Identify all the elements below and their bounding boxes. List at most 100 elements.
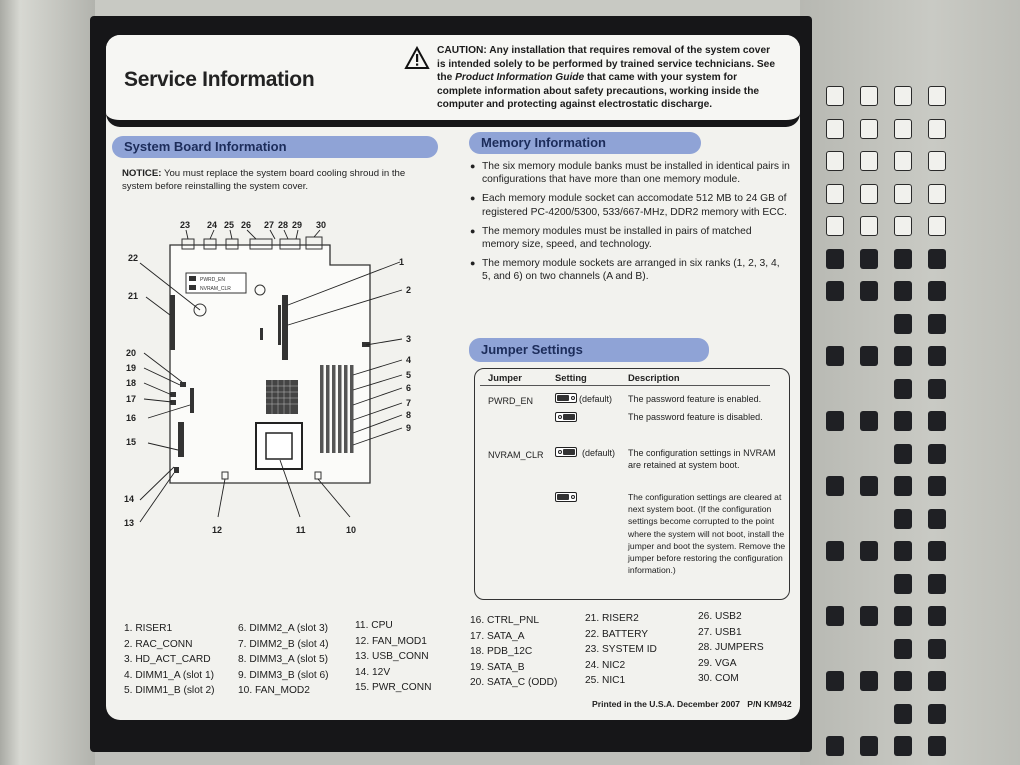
rac-slot — [278, 305, 281, 345]
setting-default: (default) — [579, 394, 613, 404]
callout-7: 7 — [406, 398, 411, 408]
vent-hole — [894, 248, 912, 269]
jumper-description: The configuration settings are cleared a… — [628, 492, 786, 576]
legend-item: 1. RISER1 — [124, 623, 173, 634]
vent-hole — [894, 736, 912, 756]
vent-hole — [894, 378, 912, 399]
sata-connector — [180, 382, 186, 387]
memory-bullet: Each memory module socket can accomodate… — [470, 192, 790, 218]
vent-hole — [928, 411, 946, 431]
callout-22: 22 — [128, 253, 138, 263]
legend-item: 23. SYSTEM ID — [585, 644, 657, 655]
callout-16: 16 — [126, 413, 136, 423]
memory-heading: Memory Information — [469, 132, 701, 154]
legend-item: 26. USB2 — [698, 611, 742, 622]
col-description-header: Description — [628, 372, 680, 383]
vent-hole — [826, 151, 844, 171]
usb-connector — [174, 467, 179, 473]
caution-line-3b: that came with your system for — [587, 72, 738, 84]
part-number: P/N KM942 — [747, 699, 792, 709]
legend-col-2: 6. DIMM2_A (slot 3) 7. DIMM2_B (slot 4) … — [238, 621, 329, 699]
vent-hole — [928, 183, 946, 204]
vent-hole — [894, 443, 912, 464]
legend-item: 17. SATA_A — [470, 630, 525, 642]
vent-hole — [894, 671, 912, 691]
caution-guide-name: Product Information Guide — [455, 72, 585, 84]
vent-hole — [826, 118, 844, 139]
legend-item: 15. PWR_CONN — [355, 682, 432, 693]
vent-hole — [928, 313, 946, 334]
table-header-rule — [480, 385, 770, 386]
vent-hole — [860, 346, 878, 366]
vent-hole — [894, 151, 912, 171]
riser2-slot — [170, 295, 175, 350]
system-board-svg: PWRD_EN NVRAM_CLR — [124, 220, 411, 535]
callout-15: 15 — [126, 437, 136, 447]
vent-hole — [928, 118, 946, 139]
vent-hole — [860, 183, 878, 204]
vent-hole — [860, 118, 878, 139]
callout-11: 11 — [296, 525, 306, 535]
vent-hole — [826, 281, 844, 301]
legend-item: 28. JUMPERS — [698, 642, 764, 653]
vent-hole — [894, 118, 912, 139]
callout-21: 21 — [128, 291, 138, 301]
vent-hole — [928, 378, 946, 399]
notice-label: NOTICE: — [122, 168, 162, 179]
jumper-label-nvram: NVRAM_CLR — [200, 286, 231, 292]
legend-item: 6. DIMM2_A (slot 3) — [238, 623, 329, 634]
callout-8: 8 — [406, 410, 411, 420]
memory-bullet-list: The six memory module banks must be inst… — [470, 160, 790, 290]
cpu — [265, 432, 293, 460]
dimm-slot — [326, 365, 330, 453]
print-footer: Printed in the U.S.A. December 2007 P/N … — [592, 699, 792, 709]
vent-hole — [894, 638, 912, 659]
vent-hole — [894, 508, 912, 529]
callout-1: 1 — [399, 257, 404, 267]
callout-3: 3 — [406, 334, 411, 344]
riser1-slot — [282, 295, 288, 360]
jumper-pin — [189, 285, 196, 290]
vent-hole — [894, 573, 912, 594]
board-mount — [254, 284, 266, 296]
callout-4: 4 — [406, 355, 411, 365]
legend-item: 3. HD_ACT_CARD — [124, 654, 211, 665]
memory-bullet: The six memory module banks must be inst… — [470, 160, 790, 186]
vent-hole — [894, 346, 912, 366]
vent-hole — [894, 703, 912, 724]
vent-hole — [894, 313, 912, 334]
printed-date: Printed in the U.S.A. December 2007 — [592, 699, 741, 709]
legend-item: 19. SATA_B — [470, 661, 525, 673]
vent-hole — [928, 86, 946, 106]
legend-item: 25. NIC1 — [585, 675, 626, 686]
vent-hole — [928, 346, 946, 366]
jumper-name-nvram: NVRAM_CLR — [488, 450, 544, 460]
jumper-installed-icon — [555, 447, 577, 457]
dimm-slot — [332, 365, 336, 453]
vent-hole — [860, 736, 878, 756]
board-notice: NOTICE: You must replace the system boar… — [122, 168, 452, 193]
chassis-top — [0, 0, 1020, 20]
vent-hole — [860, 86, 878, 106]
callout-6: 6 — [406, 383, 411, 393]
legend-item: 7. DIMM2_B (slot 4) — [238, 638, 329, 650]
sata-connector — [170, 400, 176, 405]
notice-line-1: You must replace the system board coolin… — [163, 168, 406, 179]
vent-hole — [826, 606, 844, 626]
callout-27: 27 — [264, 220, 274, 230]
vent-hole — [928, 736, 946, 756]
vent-hole — [928, 248, 946, 269]
legend-item: 21. RISER2 — [585, 613, 639, 624]
system-board-diagram: PWRD_EN NVRAM_CLR — [110, 215, 440, 545]
col-jumper-header: Jumper — [488, 372, 522, 383]
jumper-heading: Jumper Settings — [469, 338, 709, 362]
jumper-removed-icon — [555, 412, 577, 422]
legend-col-5: 21. RISER2 22. BATTERY 23. SYSTEM ID 24.… — [585, 611, 657, 689]
hd-act-card — [362, 342, 370, 347]
callout-10: 10 — [346, 525, 356, 535]
callout-17: 17 — [126, 394, 136, 404]
vent-hole — [826, 671, 844, 691]
dimm-slot — [344, 365, 348, 453]
legend-item: 30. COM — [698, 673, 739, 684]
col-setting-header: Setting — [555, 372, 587, 383]
